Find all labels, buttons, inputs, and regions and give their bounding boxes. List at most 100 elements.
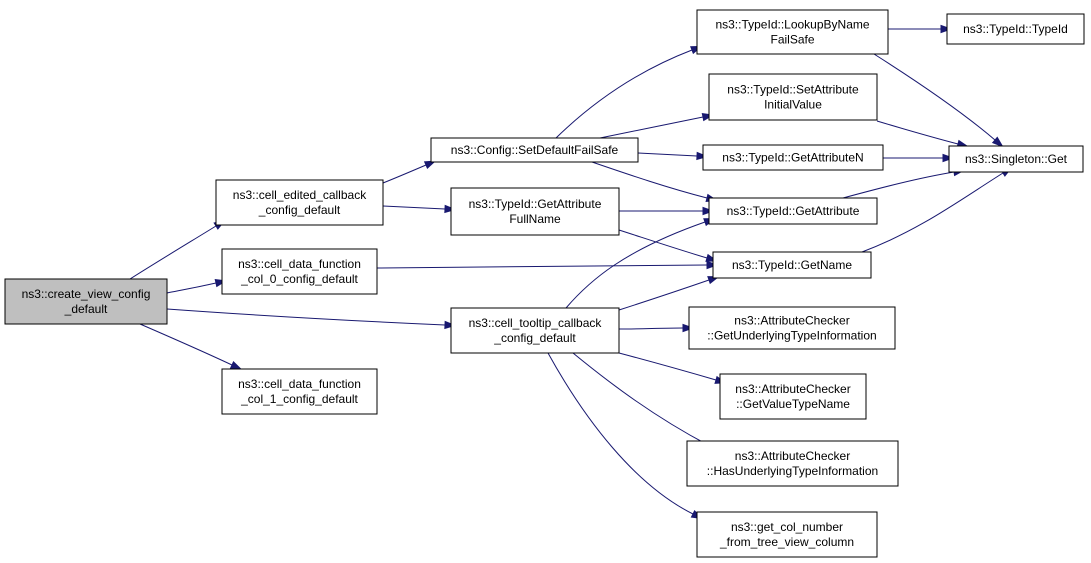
edge-set_attr_init-to-singleton (876, 120, 970, 148)
node-set-default[interactable]: ns3::Config::SetDefaultFailSafe (430, 137, 639, 163)
node-create-view[interactable]: ns3::create_view_config_default (4, 278, 168, 325)
edge-line (555, 49, 693, 139)
edge-get_attr_n-to-singleton (882, 153, 955, 163)
node-box (712, 251, 872, 279)
node-ac-valuetype[interactable]: ns3::AttributeChecker::GetValueTypeName (719, 373, 867, 420)
edge-lookup-to-typeid (888, 24, 953, 34)
edge-line (129, 225, 217, 280)
edge-line (637, 152, 698, 157)
edge-line (842, 171, 955, 199)
edge-line (861, 172, 1004, 253)
node-cell-data1[interactable]: ns3::cell_data_function_col_1_config_def… (221, 368, 378, 415)
node-box (719, 373, 867, 420)
edge-line (876, 120, 959, 145)
edge-set_default-to-get_attr_n (637, 151, 709, 161)
node-singleton[interactable]: ns3::Singleton::Get (948, 145, 1084, 173)
node-cell-edited[interactable]: ns3::cell_edited_callback_config_default (215, 179, 384, 226)
edge-line (166, 308, 446, 326)
edge-create_view-to-cell_data0 (166, 279, 228, 294)
node-label: ns3::TypeId::GetName (732, 258, 852, 272)
node-box (221, 368, 378, 415)
node-get-name[interactable]: ns3::TypeId::GetName (712, 251, 872, 279)
edge-get_attr_fullname-to-get_attr (618, 206, 715, 216)
edge-cell_tooltip-to-ac_underlying (618, 323, 695, 333)
node-label: ns3::Singleton::Get (965, 152, 1068, 166)
node-label: ns3::cell_data_function (238, 257, 361, 271)
node-label: ns3::AttributeChecker (734, 314, 849, 328)
node-label: ::GetUnderlyingTypeInformation (707, 329, 876, 343)
node-label: ::GetValueTypeName (736, 397, 850, 411)
edge-line (618, 279, 710, 311)
node-label: _from_tree_view_column (719, 535, 854, 549)
node-box (430, 137, 639, 163)
edge-line (873, 53, 996, 141)
node-label: ns3::TypeId::LookupByName (715, 18, 869, 32)
edge-cell_data0-to-get_name (376, 260, 719, 270)
edge-line (565, 221, 706, 309)
node-label: _config_default (493, 331, 576, 345)
arrowhead-icon (444, 320, 457, 330)
edge-create_view-to-cell_data1 (139, 323, 243, 370)
edge-line (618, 352, 717, 381)
edge-line (382, 164, 427, 184)
arrowhead-icon (229, 360, 243, 370)
node-label: ns3::create_view_config (22, 287, 151, 301)
node-box (696, 9, 889, 55)
node-box (708, 73, 878, 121)
edge-create_view-to-cell_tooltip (166, 308, 457, 330)
arrowhead-icon (991, 136, 1004, 148)
node-box (708, 197, 878, 225)
node-typeid[interactable]: ns3::TypeId::TypeId (946, 13, 1085, 45)
node-label: ns3::TypeId::GetAttribute (469, 197, 602, 211)
edge-cell_edited-to-set_default (382, 160, 437, 184)
arrowhead-icon (706, 260, 719, 270)
node-label: InitialValue (764, 98, 822, 112)
node-cell-data0[interactable]: ns3::cell_data_function_col_0_config_def… (221, 248, 378, 295)
node-label: ns3::TypeId::TypeId (963, 22, 1068, 36)
node-label: ns3::AttributeChecker (735, 382, 850, 396)
nodes-layer: ns3::create_view_config_defaultns3::cell… (4, 9, 1085, 558)
edge-set_default-to-lookup (555, 45, 703, 139)
node-label: ns3::TypeId::GetAttribute (727, 204, 860, 218)
edge-cell_edited-to-get_attr_fullname (382, 204, 457, 214)
arrowhead-icon (940, 24, 953, 34)
edge-cell_tooltip-to-get_col (547, 352, 704, 520)
node-label: _default (64, 302, 108, 316)
node-get-attr[interactable]: ns3::TypeId::GetAttribute (708, 197, 878, 225)
node-label: FailSafe (770, 33, 814, 47)
node-get-attr-n[interactable]: ns3::TypeId::GetAttributeN (702, 144, 884, 171)
edge-set_default-to-set_attr_init (599, 112, 715, 139)
node-label: ns3::TypeId::GetAttributeN (722, 151, 863, 165)
arrowhead-icon (682, 323, 695, 333)
node-box (702, 144, 884, 171)
edge-line (382, 205, 446, 210)
node-box (946, 13, 1085, 45)
edge-get_attr-to-singleton (842, 167, 966, 199)
edge-cell_tooltip-to-get_name (618, 276, 720, 311)
edge-line (618, 327, 684, 330)
arrowhead-icon (444, 204, 457, 214)
node-label: ns3::TypeId::SetAttribute (727, 83, 859, 97)
node-label: ns3::cell_data_function (238, 377, 361, 391)
node-box (688, 306, 896, 350)
node-cell-tooltip[interactable]: ns3::cell_tooltip_callback_config_defaul… (450, 307, 620, 354)
arrowhead-icon (702, 206, 715, 216)
node-get-col[interactable]: ns3::get_col_number_from_tree_view_colum… (696, 511, 878, 558)
node-label: _config_default (258, 203, 341, 217)
node-label: ns3::AttributeChecker (735, 449, 850, 463)
edge-line (618, 229, 708, 259)
node-box (686, 440, 899, 487)
node-ac-has[interactable]: ns3::AttributeChecker::HasUnderlyingType… (686, 440, 899, 487)
edge-get_name-to-singleton (861, 166, 1013, 253)
node-box (221, 248, 378, 295)
arrowhead-icon (696, 151, 709, 161)
edge-create_view-to-cell_edited (129, 219, 226, 280)
edge-line (572, 352, 709, 446)
node-ac-underlying[interactable]: ns3::AttributeChecker::GetUnderlyingType… (688, 306, 896, 350)
edge-line (166, 282, 217, 294)
node-label: ns3::get_col_number (731, 520, 843, 534)
